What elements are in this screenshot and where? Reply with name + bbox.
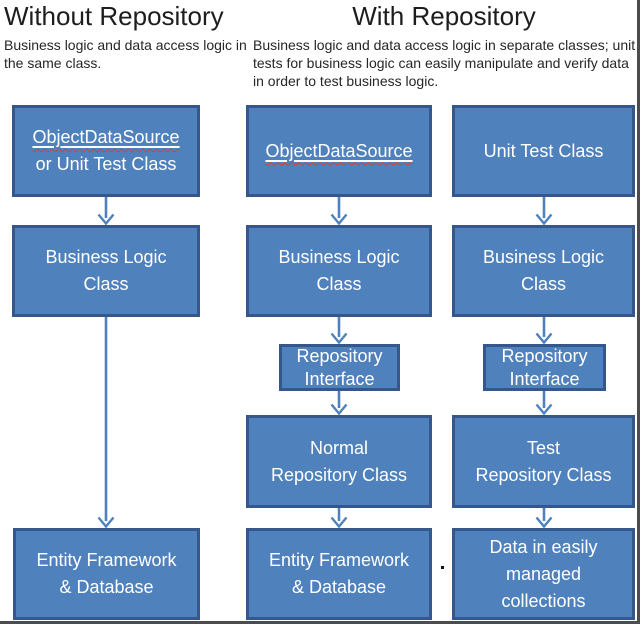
box-repository-interface-right: Repository Interface bbox=[483, 344, 606, 391]
box-label: or Unit Test Class bbox=[35, 154, 177, 174]
box-test-repository-class: Test Repository Class bbox=[452, 415, 635, 508]
arrow-down-icon bbox=[328, 317, 350, 349]
without-repository-description: Business logic and data access logic in … bbox=[4, 37, 247, 71]
arrow-down-icon bbox=[95, 317, 117, 533]
arrow-down-icon bbox=[533, 391, 555, 420]
arrow-down-icon bbox=[533, 197, 555, 230]
arrow-down-icon bbox=[328, 391, 350, 420]
box-unit-test-class: Unit Test Class bbox=[452, 105, 635, 197]
without-repository-title: Without Repository bbox=[4, 1, 224, 31]
arrow-down-icon bbox=[328, 508, 350, 533]
box-business-logic-class-left: Business Logic Class bbox=[12, 225, 200, 317]
underlined-word: ObjectDataSource bbox=[32, 127, 180, 147]
arrow-down-icon bbox=[328, 197, 350, 230]
box-objectdatasource-or-unit-test-class: ObjectDataSource or Unit Test Class bbox=[12, 105, 200, 197]
arrow-down-icon bbox=[95, 197, 117, 230]
box-entity-framework-database-left: Entity Framework & Database bbox=[13, 528, 200, 620]
arrow-down-icon bbox=[533, 317, 555, 349]
box-entity-framework-database-middle: Entity Framework & Database bbox=[246, 528, 432, 620]
arrow-down-icon bbox=[533, 508, 555, 533]
box-normal-repository-class: Normal Repository Class bbox=[246, 415, 432, 508]
box-business-logic-class-right: Business Logic Class bbox=[452, 225, 635, 317]
box-objectdatasource-middle: ObjectDataSource bbox=[246, 105, 432, 197]
box-data-in-easily-managed-collections: Data in easily managed collections bbox=[452, 528, 635, 620]
frame-right-border bbox=[637, 0, 640, 624]
stray-dot bbox=[441, 566, 444, 569]
with-repository-description: Business logic and data access logic in … bbox=[253, 37, 636, 89]
box-business-logic-class-middle: Business Logic Class bbox=[246, 225, 432, 317]
with-repository-title: With Repository bbox=[352, 1, 536, 31]
box-repository-interface-middle: Repository Interface bbox=[279, 344, 400, 391]
underlined-word: ObjectDataSource bbox=[265, 140, 413, 161]
frame-bottom-border bbox=[0, 621, 640, 624]
